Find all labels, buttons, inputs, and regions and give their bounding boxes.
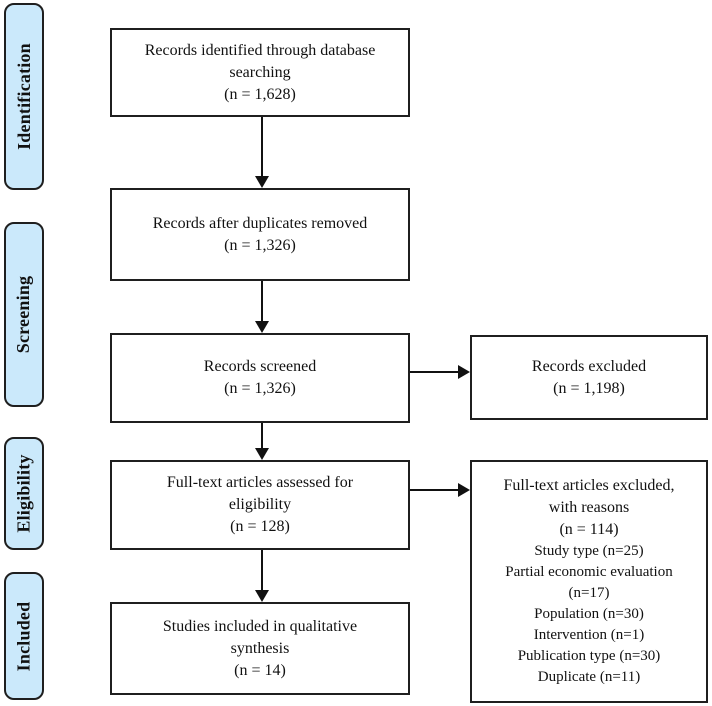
exclusion-reason-study-type: Study type (n=25)	[534, 543, 644, 559]
arrow-identified-to-duplicates-line	[261, 117, 263, 177]
exclusion-reason-duplicate: Duplicate (n=11)	[537, 669, 641, 685]
box-records-excluded-text: Records excluded (n = 1,198)	[531, 357, 647, 397]
box-records-screened: Records screened (n = 1,326)	[110, 333, 410, 423]
arrow-screened-to-excluded-line	[410, 371, 459, 373]
arrow-fulltext-to-excluded-head-icon	[458, 483, 470, 497]
box-records-screened-text: Records screened (n = 1,326)	[203, 358, 317, 397]
exclusion-reason-intervention: Intervention (n=1)	[533, 627, 645, 643]
box-included-qualitative-text: Studies included in qualitative synthesi…	[162, 617, 358, 679]
arrow-fulltext-to-excluded-line	[410, 489, 459, 491]
arrow-screened-to-fulltext-line	[261, 423, 263, 449]
arrow-duplicates-to-screened-head-icon	[255, 321, 269, 333]
stage-identification: Identification	[4, 3, 44, 190]
arrow-screened-to-excluded-head-icon	[458, 365, 470, 379]
stage-eligibility-label: Eligibility	[13, 454, 34, 533]
exclusion-reason-population: Population (n=30)	[534, 606, 644, 622]
stage-included: Included	[4, 572, 44, 700]
box-included-qualitative: Studies included in qualitative synthesi…	[110, 602, 410, 695]
exclusion-reason-publication-type: Publication type (n=30)	[517, 648, 661, 664]
box-fulltext-assessed-text: Full-text articles assessed for eligibil…	[166, 474, 354, 535]
exclusion-reason-partial-economic: Partial economic evaluation (n=17)	[505, 564, 673, 601]
stage-identification-label: Identification	[13, 43, 34, 150]
arrow-duplicates-to-screened-line	[261, 281, 263, 322]
box-fulltext-excluded: Full-text articles excluded, with reason…	[470, 460, 708, 703]
stage-included-label: Included	[13, 601, 34, 671]
box-duplicates-removed-text: Records after duplicates removed (n = 1,…	[152, 214, 368, 254]
box-duplicates-removed: Records after duplicates removed (n = 1,…	[110, 188, 410, 281]
box-fulltext-assessed: Full-text articles assessed for eligibil…	[110, 460, 410, 550]
box-fulltext-excluded-title: Full-text articles excluded, with reason…	[503, 477, 675, 538]
stage-screening: Screening	[4, 222, 44, 407]
stage-eligibility: Eligibility	[4, 437, 44, 550]
stage-screening-label: Screening	[13, 275, 34, 354]
arrow-fulltext-to-included-head-icon	[255, 590, 269, 602]
box-records-identified-text: Records identified through database sear…	[144, 41, 376, 103]
arrow-fulltext-to-included-line	[261, 550, 263, 591]
box-records-excluded: Records excluded (n = 1,198)	[470, 335, 708, 420]
arrow-screened-to-fulltext-head-icon	[255, 448, 269, 460]
box-records-identified: Records identified through database sear…	[110, 28, 410, 117]
arrow-identified-to-duplicates-head-icon	[255, 176, 269, 188]
